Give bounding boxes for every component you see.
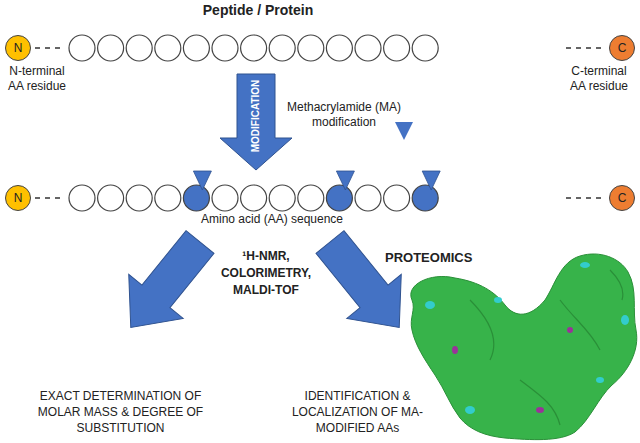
terminus-letter: N (14, 41, 23, 55)
amino-acid-residue (298, 35, 324, 61)
modified-site (596, 377, 604, 383)
amino-acid-residue (212, 185, 238, 211)
c-terminus-circle: C (609, 185, 635, 211)
terminus-letter: C (618, 191, 627, 205)
c-terminus-circle: C (609, 35, 635, 61)
outcome-label: IDENTIFICATION & LOCALIZATION OF MA-MODI… (285, 388, 430, 436)
protein-fold (470, 270, 623, 425)
modified-site (494, 297, 502, 303)
amino-acid-residue (98, 35, 124, 61)
method-label: PROTEOMICS (385, 250, 472, 265)
ma-symbol (193, 171, 211, 190)
modification-label: Methacrylamide (MA) modification (280, 100, 408, 130)
diagram-title: Peptide / Protein (203, 3, 313, 18)
modification-arrow (220, 74, 292, 170)
protein-surface (411, 254, 637, 440)
amino-acid-residue (98, 185, 124, 211)
amino-acid-residue (69, 35, 95, 61)
amino-acid-residue (269, 35, 295, 61)
amino-acid-residue (384, 35, 410, 61)
amino-acid-residue (241, 35, 267, 61)
n-terminus-circle: N (5, 35, 31, 61)
proteomics-arrow (303, 220, 427, 350)
sequence-label: Amino acid (AA) sequence (201, 212, 343, 227)
amino-acid-residue (155, 35, 181, 61)
amino-acid-residue (69, 185, 95, 211)
modified-site (580, 262, 590, 268)
chain-continuation (35, 47, 64, 49)
modified-site (452, 346, 458, 354)
modified-site (621, 315, 629, 325)
amino-acid-residue (155, 185, 181, 211)
amino-acid-residue (126, 185, 152, 211)
modified-residue (183, 185, 209, 211)
ma-symbol (336, 171, 354, 190)
chain-continuation (566, 47, 605, 49)
modified-site (536, 407, 544, 413)
amino-acid-residue (126, 35, 152, 61)
chain-continuation (35, 197, 64, 199)
amino-acid-residue (212, 35, 238, 61)
outcome-label: EXACT DETERMINATION OF MOLAR MASS & DEGR… (18, 388, 223, 436)
n-terminus-circle: N (5, 185, 31, 211)
modified-site (425, 301, 435, 309)
ma-symbol (395, 122, 413, 140)
terminus-label: C-terminal AA residue (562, 64, 636, 94)
modified-residue (326, 185, 352, 211)
modified-site (567, 327, 573, 333)
terminus-label: N-terminal AA residue (2, 64, 72, 94)
arrow-label: MODIFICATION (250, 80, 262, 153)
amino-acid-residue (269, 185, 295, 211)
amino-acid-residue (384, 185, 410, 211)
terminus-letter: C (618, 41, 627, 55)
amino-acid-residue (326, 35, 352, 61)
terminus-letter: N (14, 191, 23, 205)
modified-site (465, 406, 475, 414)
amino-acid-residue (355, 35, 381, 61)
analysis-arrow (104, 220, 228, 350)
amino-acid-residue (412, 35, 438, 61)
amino-acid-residue (183, 35, 209, 61)
chain-continuation (566, 197, 605, 199)
ma-symbol (422, 171, 440, 190)
modified-residue (412, 185, 438, 211)
amino-acid-residue (355, 185, 381, 211)
amino-acid-residue (241, 185, 267, 211)
method-label: ¹H-NMR, COLORIMETRY, MALDI-TOF (214, 248, 318, 299)
amino-acid-residue (298, 185, 324, 211)
